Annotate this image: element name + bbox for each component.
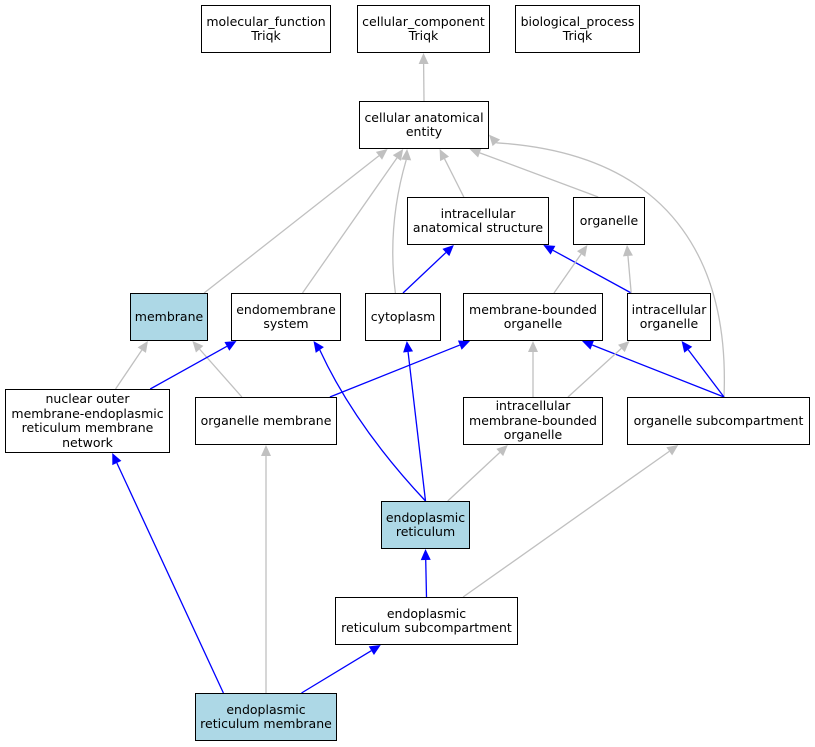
edge-part-of — [687, 349, 725, 398]
edge-arrowhead — [420, 549, 431, 561]
edge-arrowhead — [439, 149, 450, 162]
edge-is-a — [301, 157, 398, 294]
node-organelle-membrane[interactable]: organelle membrane — [195, 397, 337, 445]
edge-arrowhead — [403, 341, 414, 353]
node-cellular-component[interactable]: cellular_component Triqk — [357, 5, 490, 53]
node-membrane-bounded-organelle[interactable]: membrane-bounded organelle — [463, 293, 603, 341]
edge-arrowhead — [224, 341, 237, 351]
edge-part-of — [402, 252, 447, 294]
edge-arrowhead — [666, 445, 679, 456]
node-molecular-function[interactable]: molecular_function Triqk — [201, 5, 331, 53]
edge-arrowhead — [401, 149, 412, 161]
node-er-membrane[interactable]: endoplasmic reticulum membrane — [195, 693, 337, 741]
edge-is-a — [553, 253, 582, 294]
edge-arrowhead — [392, 149, 404, 161]
node-intracellular-membrane-bounded-organelle[interactable]: intracellular membrane-bounded organelle — [463, 397, 603, 445]
edge-arrowhead — [528, 341, 538, 352]
edge-arrowhead — [543, 245, 556, 255]
edge-arrowhead — [112, 453, 122, 466]
edge-part-of — [329, 344, 461, 398]
edge-part-of — [149, 345, 228, 390]
edge-arrowhead — [137, 341, 148, 353]
edge-is-a — [199, 348, 243, 398]
node-er-subcompartment[interactable]: endoplasmic reticulum subcompartment — [335, 597, 518, 645]
edge-arrowhead — [457, 340, 470, 350]
edge-arrowhead — [582, 340, 595, 350]
edge-part-of — [552, 249, 632, 294]
edge-is-a — [462, 450, 670, 598]
edge-part-of — [425, 559, 428, 598]
node-endoplasmic-reticulum[interactable]: endoplasmic reticulum — [381, 501, 470, 549]
edge-arrowhead — [618, 341, 630, 353]
edge-arrowhead — [681, 341, 693, 353]
node-endomembrane-system[interactable]: endomembrane system — [231, 293, 341, 341]
node-organelle-subcompartment[interactable]: organelle subcompartment — [627, 397, 810, 445]
edge-part-of — [301, 650, 372, 694]
edge-is-a — [443, 158, 465, 198]
edge-is-a — [447, 452, 501, 502]
edge-is-a — [627, 255, 632, 294]
edge-is-a — [115, 349, 143, 390]
node-nuclear-outer-membrane-er-network[interactable]: nuclear outer membrane-endoplasmic retic… — [5, 389, 170, 453]
edge-arrowhead — [496, 445, 508, 457]
edge-arrowhead — [442, 245, 454, 257]
edge-part-of — [591, 344, 725, 398]
edge-is-a — [203, 155, 380, 294]
edge-arrowhead — [375, 149, 388, 160]
edge-is-a — [496, 142, 726, 398]
edge-is-a — [567, 347, 622, 398]
node-intracellular-anatomical-structure[interactable]: intracellular anatomical structure — [407, 197, 549, 245]
node-biological-process[interactable]: biological_process Triqk — [515, 5, 640, 53]
node-organelle[interactable]: organelle — [573, 197, 645, 245]
edge-arrowhead — [418, 53, 429, 65]
edge-part-of — [116, 462, 224, 694]
edge-arrowhead — [313, 341, 324, 353]
node-intracellular-organelle[interactable]: intracellular organelle — [627, 293, 711, 341]
edge-part-of — [407, 351, 427, 502]
edge-part-of — [319, 349, 426, 502]
edge-arrowhead — [622, 245, 633, 257]
edge-arrowhead — [489, 134, 501, 147]
edge-arrowhead — [469, 148, 482, 158]
node-cellular-anatomical-entity[interactable]: cellular anatomical entity — [359, 101, 489, 149]
edge-is-a — [479, 152, 599, 198]
edge-arrowhead — [368, 645, 381, 655]
edge-arrowhead — [192, 341, 204, 353]
node-cytoplasm[interactable]: cytoplasm — [365, 293, 441, 341]
edge-arrowhead — [261, 445, 271, 456]
edge-is-a — [392, 159, 407, 294]
node-membrane[interactable]: membrane — [130, 293, 208, 341]
edge-arrowhead — [577, 245, 588, 257]
